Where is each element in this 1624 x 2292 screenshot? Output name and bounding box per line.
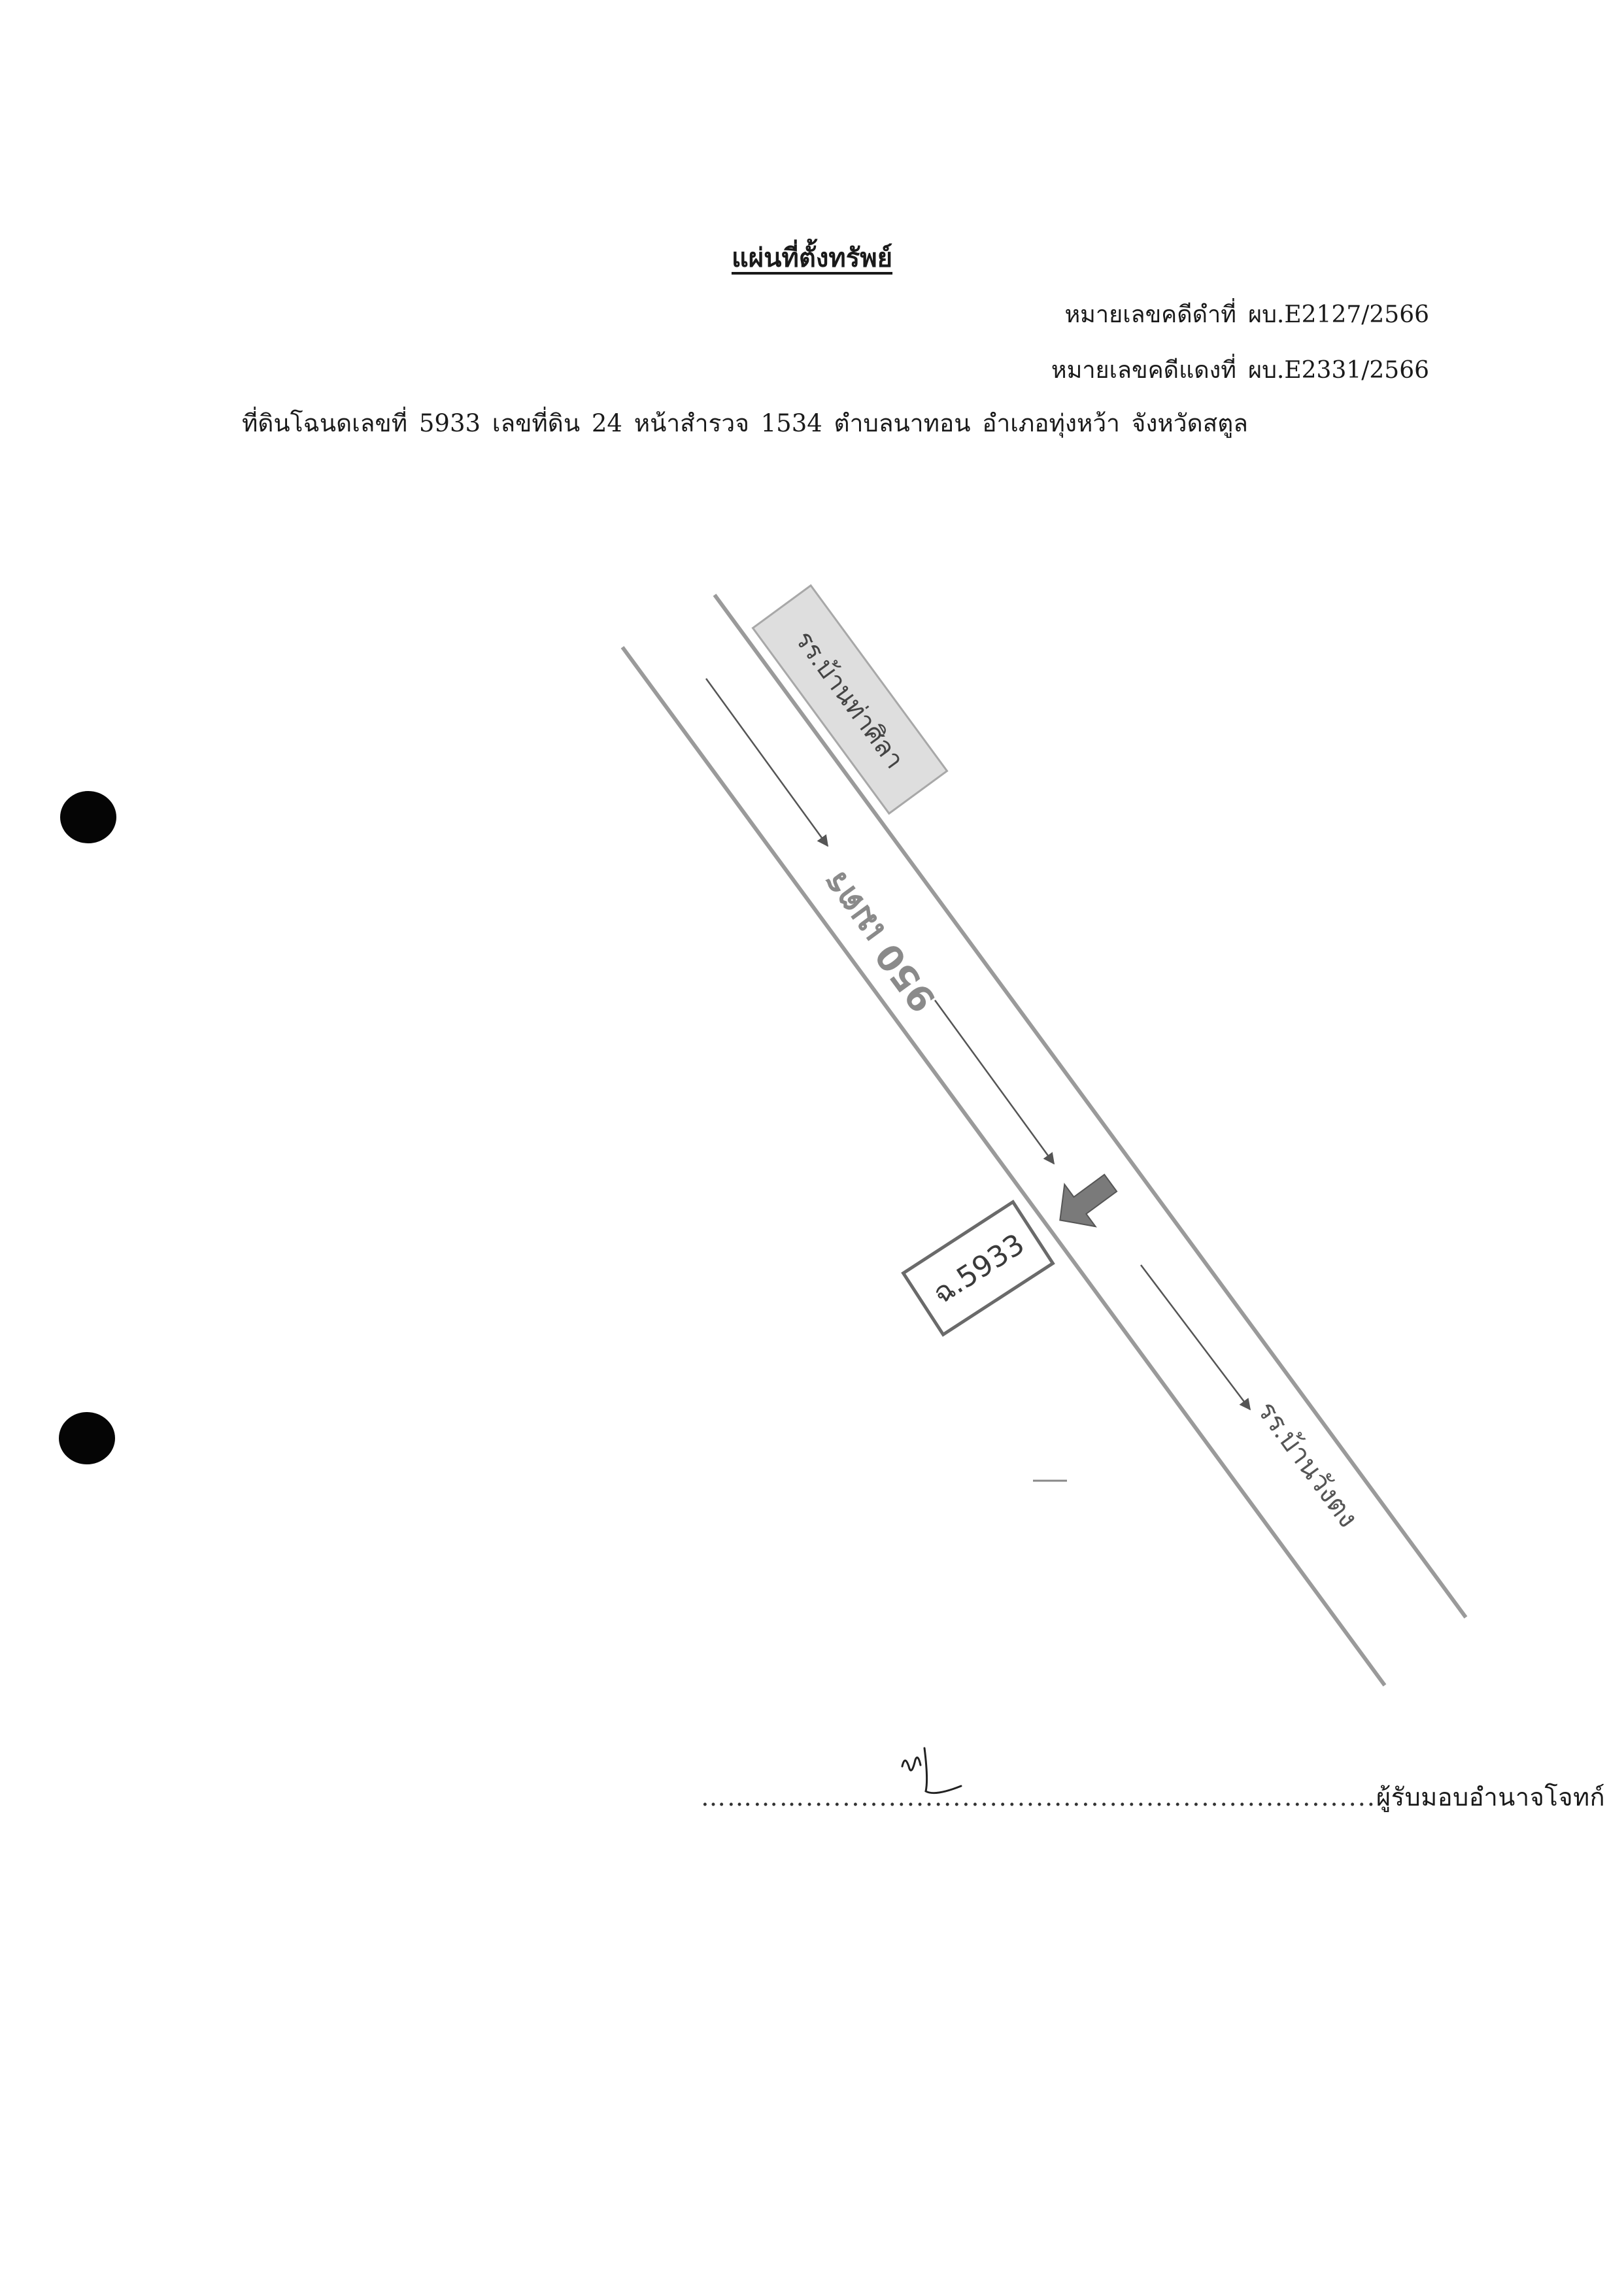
direction-arrow-icon [705, 678, 829, 847]
distance-arrow-icon [934, 1000, 1055, 1165]
black-case-label: หมายเลขคดีดำที่ [1064, 301, 1236, 328]
school-south-label: รร.บ้านวังตง [1251, 1396, 1363, 1534]
red-case-number: หมายเลขคดีแดงที่ ผบ.E2331/2566 [1051, 351, 1429, 388]
signature-label: ผู้รับมอบอำนาจโจทก์ [1376, 1783, 1606, 1812]
parcel-label: ฉ.5933 [901, 1200, 1055, 1337]
school-south-text: รร.บ้านวังตง [1251, 1396, 1363, 1534]
direction-arrow-icon [1140, 1264, 1251, 1411]
page-title: แผ่นที่ตั้งทรัพย์ [731, 243, 893, 273]
handwritten-signature [901, 1747, 962, 1795]
signature-line: …………....................................… [701, 1777, 1605, 1817]
signature-dots-left: ………….................... [701, 1783, 990, 1812]
road-edge-north [713, 594, 1468, 1619]
land-description: ที่ดินโฉนดเลขที่ 5933 เลขที่ดิน 24 หน้าส… [242, 409, 1248, 437]
punch-hole-top [60, 791, 116, 843]
signature-dots-right: ........................................… [989, 1783, 1376, 1812]
location-arrow-icon [1059, 1173, 1118, 1228]
punch-hole-bottom [59, 1412, 115, 1464]
red-case-value: ผบ.E2331/2566 [1247, 357, 1429, 384]
red-case-label: หมายเลขคดีแดงที่ [1051, 357, 1236, 384]
black-case-number: หมายเลขคดีดำที่ ผบ.E2127/2566 [1064, 295, 1429, 333]
black-case-value: ผบ.E2127/2566 [1247, 301, 1429, 328]
road-edge-south [620, 646, 1387, 1687]
